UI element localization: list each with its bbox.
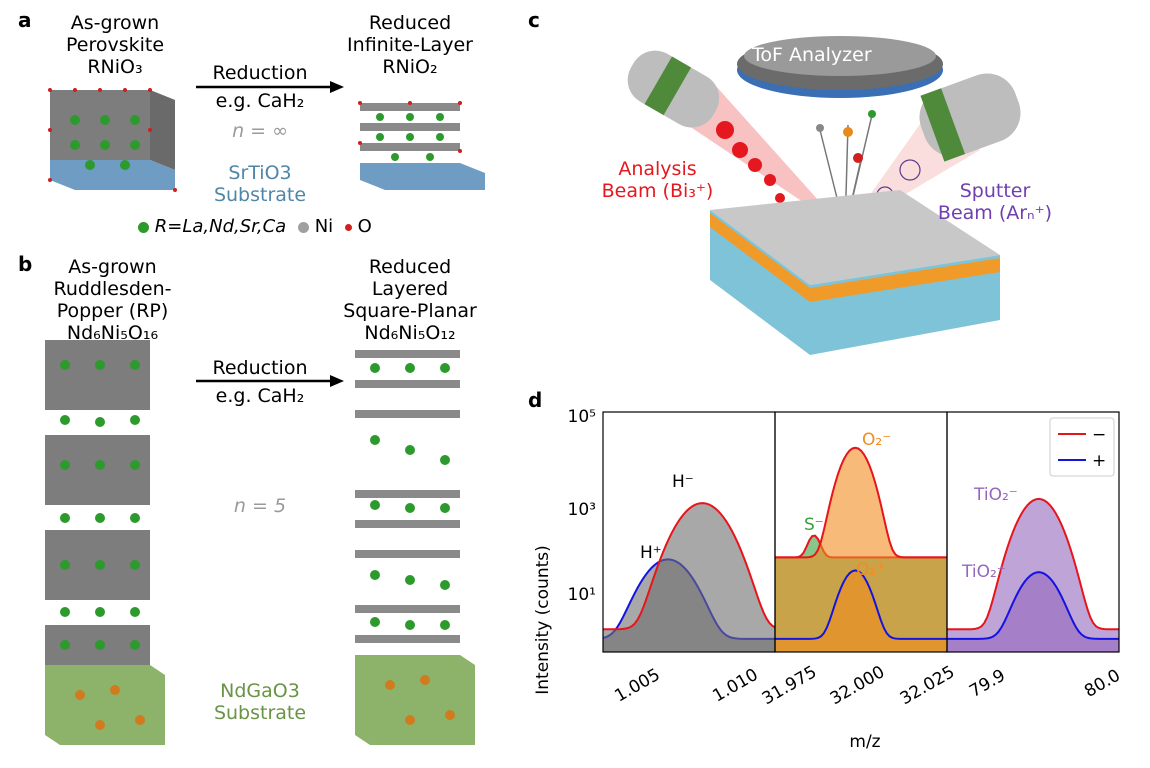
infinite-layer-line2: Infinite-Layer: [347, 34, 473, 56]
reduction-label-a: Reduction: [195, 62, 325, 84]
peak-line-2-0: [946, 497, 1120, 631]
subplot-3-frame: [946, 411, 1120, 653]
ndgao3-line2: Substrate: [213, 702, 307, 724]
rp-formula: Nd₆Ni₅O₁₆: [66, 322, 159, 344]
tof-analyzer-label: ToF Analyzer: [752, 44, 872, 66]
infinite-layer-line1: Reduced: [368, 12, 452, 34]
peak-line-0-1: [602, 502, 776, 631]
square-planar-structure: [355, 350, 475, 745]
peak-label-h-plus: H⁺: [640, 543, 662, 563]
ni-atom-icon: [297, 221, 309, 233]
tof-diagram: [627, 36, 1021, 355]
rp-line2: Ruddlesden-: [53, 278, 172, 300]
peak-area-2-1: [947, 572, 1119, 652]
n-infinity-label: n = ∞: [232, 120, 288, 142]
ndgao3-substrate-label: NdGaO3 Substrate: [205, 680, 315, 724]
peak-line-1-1: [775, 446, 947, 559]
sputter-beam-label: Sputter Beam (Arₙ⁺): [930, 180, 1060, 224]
ytick-10-3: 10³: [568, 500, 596, 520]
r-atom-icon: [138, 221, 149, 233]
xtick-31-975: 31.975: [759, 662, 821, 709]
legend-negative-label: −: [1092, 425, 1106, 445]
peak-area-0-1: [603, 503, 775, 652]
peak-label-o2-plus: O₂⁺: [856, 560, 885, 580]
srtio3-line1: SrTiO3: [228, 162, 292, 184]
sims-chart: Intensity (counts) m/z 10¹ 10³ 10⁵ 1.005…: [533, 407, 1124, 752]
sputter-beam-line2: Beam (Arₙ⁺): [937, 202, 1053, 224]
perovskite-line2: Perovskite: [65, 34, 165, 56]
infinite-layer-title: Reduced Infinite-Layer RNiO₂: [320, 12, 500, 78]
perovskite-line1: As-grown: [70, 12, 160, 34]
reduction-arrow-b: [196, 375, 344, 387]
square-planar-line3: Square-Planar: [343, 300, 477, 322]
peak-label-tio2-plus: TiO₂⁺: [961, 562, 1006, 582]
xtick-80-0: 80.0: [1081, 666, 1124, 702]
reagent-label-a: e.g. CaH₂: [215, 90, 305, 112]
panel-d-label: d: [528, 388, 543, 412]
perovskite-structure: [48, 88, 177, 192]
ytick-10-5: 10⁵: [568, 407, 596, 427]
square-planar-formula: Nd₆Ni₅O₁₂: [364, 322, 456, 344]
peak-label-s-minus: S⁻: [804, 515, 824, 535]
n-five-label: n = 5: [233, 495, 287, 517]
perovskite-formula: RNiO₃: [87, 56, 143, 78]
peak-label-o2-minus: O₂⁻: [862, 430, 891, 450]
analysis-beam-label: Analysis Beam (Bi₃⁺): [600, 158, 715, 202]
rp-line1: As-grown: [68, 256, 157, 278]
rp-title: As-grown Ruddlesden- Popper (RP) Nd₆Ni₅O…: [30, 256, 195, 344]
peak-label-tio2-minus: TiO₂⁻: [973, 485, 1018, 505]
peak-area-1-2: [775, 570, 947, 652]
o-atom-label: O: [357, 216, 372, 237]
ytick-10-1: 10¹: [568, 585, 596, 605]
chart-legend: − +: [1049, 417, 1115, 477]
square-planar-line2: Layered: [371, 278, 449, 300]
reagent-label-b: e.g. CaH₂: [215, 385, 305, 407]
infinite-layer-structure: [358, 101, 485, 190]
reduction-arrow-a: [196, 81, 344, 93]
sputter-beam-line1: Sputter: [959, 180, 1031, 202]
panel-b-label: b: [18, 252, 33, 276]
xtick-1-005: 1.005: [611, 665, 663, 707]
peak-area-1-1: [775, 447, 947, 652]
xtick-79-9: 79.9: [966, 666, 1009, 702]
reduction-text-a: Reduction: [212, 62, 308, 84]
x-axis-label: m/z: [849, 732, 880, 752]
rp-structure: [45, 340, 165, 745]
ni-atom-label: Ni: [314, 216, 334, 237]
peak-label-h-minus: H⁻: [672, 472, 694, 492]
analysis-beam-line2: Beam (Bi₃⁺): [601, 180, 714, 202]
peak-line-1-2: [775, 569, 947, 640]
square-planar-line1: Reduced: [368, 256, 452, 278]
legend-positive-label: +: [1092, 451, 1106, 471]
square-planar-title: Reduced Layered Square-Planar Nd₆Ni₅O₁₂: [320, 256, 500, 344]
o-atom-icon: [344, 223, 352, 231]
panel-c-label: c: [528, 8, 540, 32]
infinite-layer-formula: RNiO₂: [382, 56, 438, 78]
xtick-32-025: 32.025: [897, 662, 959, 709]
y-axis-label: Intensity (counts): [533, 545, 553, 694]
srtio3-line2: Substrate: [213, 184, 307, 206]
panel-a-label: a: [18, 8, 32, 32]
xtick-32-000: 32.000: [827, 662, 889, 709]
xtick-1-010: 1.010: [709, 665, 761, 707]
srtio3-substrate-label: SrTiO3 Substrate: [205, 162, 315, 206]
analysis-beam-line1: Analysis: [618, 158, 697, 180]
perovskite-title: As-grown Perovskite RNiO₃: [40, 12, 190, 78]
rp-line3: Popper (RP): [56, 300, 169, 322]
reduction-text-b: Reduction: [212, 357, 308, 379]
ndgao3-line1: NdGaO3: [220, 680, 300, 702]
atom-legend: R=La,Nd,Sr,Ca Ni O: [138, 216, 372, 237]
r-atom-label: R=La,Nd,Sr,Ca: [154, 216, 287, 237]
peak-line-2-1: [947, 571, 1120, 640]
